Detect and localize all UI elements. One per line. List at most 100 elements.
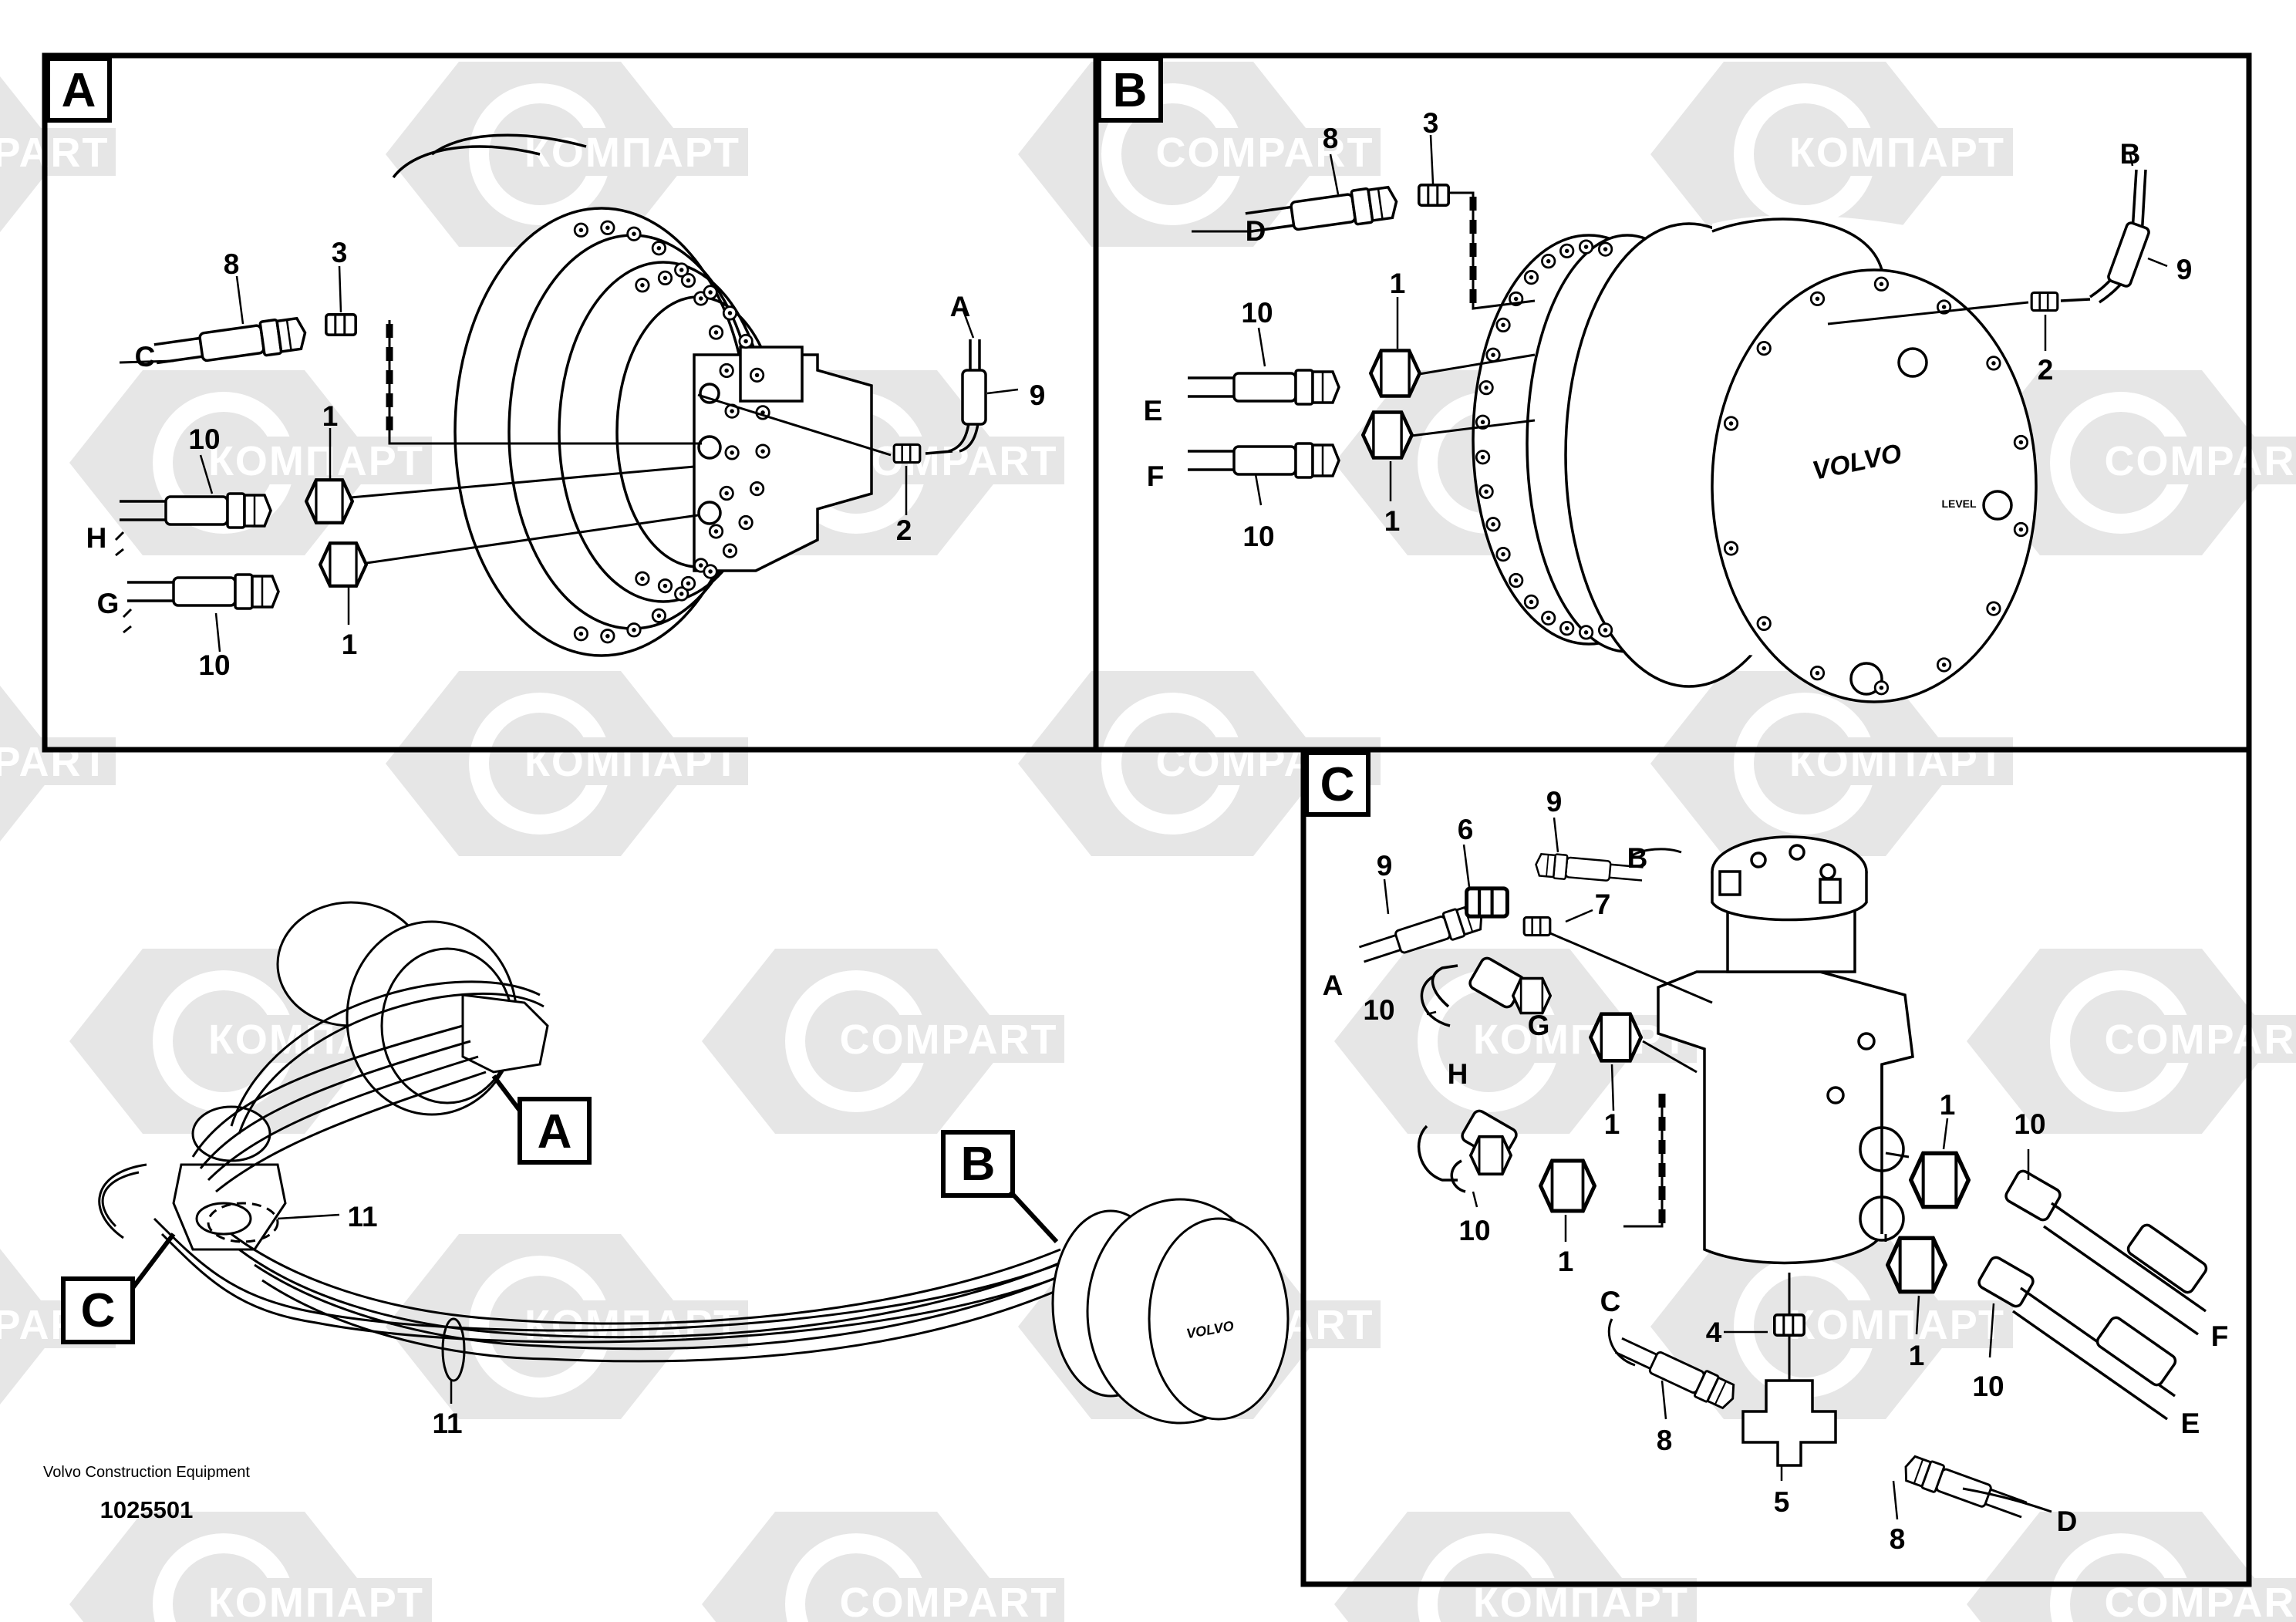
callout-c-10-mid: 10 (1458, 1215, 1490, 1246)
watermark-band (1782, 737, 2013, 785)
callout-b-9: 9 (2176, 254, 2193, 285)
bolt-head (651, 241, 666, 256)
bolt-head (1478, 380, 1494, 396)
bolt-head (1559, 243, 1575, 258)
bolt-head (1873, 680, 1890, 696)
overview-assembly: VOLVO A B C 11 11 (61, 901, 1290, 1439)
callout-c-1-lower: 1 (1909, 1340, 1925, 1371)
callout-b-10-top: 10 (1241, 297, 1273, 329)
bolt-head (1475, 450, 1491, 465)
bolt-head (738, 333, 754, 349)
bolt-head (1541, 254, 1556, 269)
callout-c-1-mid: 1 (1558, 1246, 1574, 1277)
bolt-head (1478, 484, 1494, 499)
callout-b-1-top: 1 (1390, 268, 1406, 299)
callout-a-g: G (97, 588, 120, 619)
company-name: Volvo Construction Equipment (43, 1464, 250, 1481)
callout-b-1-bottom: 1 (1384, 505, 1401, 537)
watermark-text: COMPART (2105, 438, 2296, 484)
callout-c-10-top: 10 (1363, 994, 1394, 1026)
bolt-head (703, 285, 718, 300)
callout-c-6: 6 (1458, 814, 1474, 845)
callout-b-e: E (1144, 395, 1163, 427)
callout-overview-11-bottom: 11 (432, 1408, 462, 1439)
bolt-head (635, 278, 650, 293)
callout-c-4: 4 (1706, 1317, 1722, 1348)
callout-b-d: D (1246, 215, 1266, 247)
bolt-head (657, 270, 673, 286)
watermark-text: КОМПАРТ (208, 1580, 424, 1622)
watermark-band (2098, 437, 2296, 484)
callout-c-e: E (2181, 1408, 2200, 1439)
callout-c-10-lower: 10 (1972, 1371, 2004, 1402)
rotary-joint (1657, 835, 1914, 1265)
watermark-text: КОМПАРТ (524, 739, 740, 785)
bolt-head (1523, 594, 1539, 610)
watermark-band (1149, 128, 1381, 176)
callout-c-8-right: 8 (1890, 1523, 1906, 1555)
callout-b-f: F (1147, 460, 1165, 492)
watermark-band (517, 128, 748, 176)
watermark-text: COMPART (0, 130, 109, 176)
bolt-head (1485, 347, 1501, 363)
bolt-head (708, 325, 724, 340)
callout-a-10-top: 10 (188, 423, 220, 455)
bolt-head (1578, 625, 1594, 640)
bolt-head (2013, 521, 2029, 538)
callout-b-2: 2 (2038, 354, 2054, 386)
callout-overview-11-right: 11 (347, 1201, 377, 1233)
bolt-head (755, 443, 770, 459)
watermark-text: COMPART (840, 1017, 1058, 1063)
bolt-head (2013, 434, 2029, 450)
bolt-head (1495, 546, 1511, 562)
bolt-head (719, 363, 734, 379)
callout-a-h: H (86, 522, 107, 554)
bolt-head (680, 272, 696, 288)
panel-c-tag: C (1320, 758, 1355, 811)
watermark-text: COMPART (2105, 1017, 2296, 1063)
callout-a-10-bottom: 10 (198, 649, 230, 681)
watermark-band (2098, 1015, 2296, 1063)
panel-b: B VOLVO LEVEL (1093, 52, 2252, 753)
panel-a: A (42, 52, 1099, 753)
watermark-band (517, 737, 748, 785)
watermark-text: COMPART (840, 1580, 1058, 1622)
watermark-text: COMPART (840, 438, 1058, 484)
bolt-head (1495, 317, 1511, 333)
bolt-head (1523, 269, 1539, 285)
bolt-head (600, 220, 615, 235)
bolt-head (657, 578, 673, 594)
watermark-text: COMPART (1156, 130, 1374, 176)
bolt-head (722, 543, 738, 558)
watermark-text: COMPART (0, 739, 109, 785)
bolt-head (749, 481, 765, 497)
bolt-head (1986, 601, 2001, 616)
callout-c-g: G (1528, 1010, 1550, 1041)
watermark-band (833, 1015, 1064, 1063)
panel-a-tag: A (62, 64, 96, 117)
callout-a-2: 2 (896, 514, 912, 546)
bolt-head (749, 367, 765, 383)
callout-c-1-left: 1 (1604, 1108, 1620, 1140)
watermark-band (0, 737, 116, 785)
bolt-head (708, 524, 724, 539)
callout-c-h: H (1448, 1058, 1468, 1090)
callout-c-7: 7 (1595, 889, 1611, 920)
level-marking: LEVEL (1941, 497, 1977, 510)
watermark-band (833, 1578, 1064, 1622)
bolt-head (1597, 241, 1613, 257)
travel-motor-b (1472, 215, 2038, 703)
footer-credit: Volvo Construction Equipment 1025501 (31, 1462, 262, 1524)
callout-c-10-right: 10 (2014, 1108, 2045, 1140)
watermark-text: КОМПАРТ (208, 438, 424, 484)
bolt-head (573, 222, 589, 238)
overview-tag-a: A (538, 1105, 572, 1158)
bolt-head (1873, 276, 1890, 292)
callout-c-9-right: 9 (1546, 786, 1563, 818)
bolt-head (1578, 239, 1594, 255)
callout-c-c: C (1600, 1286, 1621, 1317)
callout-b-8: 8 (1323, 123, 1339, 154)
bolt-head (1986, 356, 2001, 371)
bolt-head (573, 626, 589, 642)
